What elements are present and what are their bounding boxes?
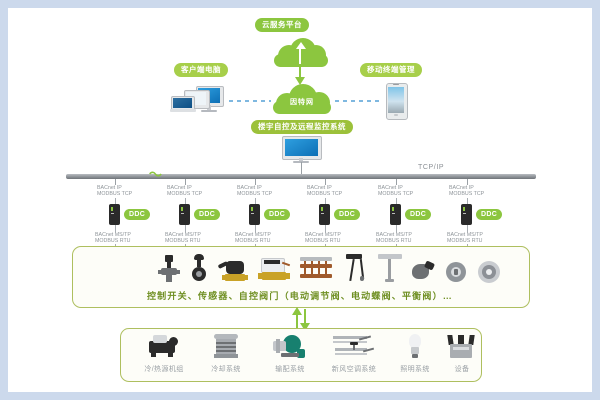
duct-sensor-icon [378, 254, 402, 284]
client-computer-label: 客户端电脑 [174, 63, 228, 77]
butterfly-valve-icon [188, 254, 210, 284]
ddc-tag: DDC [194, 209, 221, 220]
equipment-icon [447, 335, 475, 360]
mobile-phone-icon [386, 83, 408, 120]
ddc-tag: DDC [334, 209, 361, 220]
tcpip-bus [66, 174, 536, 179]
system-label-4: 照明系统 [400, 366, 430, 373]
bidirectional-connector [292, 307, 310, 331]
motorized-valve-icon [257, 258, 291, 284]
pump-icon [273, 335, 307, 359]
diagram-stage: 云服务平台 客户端电脑 因特网 移动终端管理 [8, 8, 592, 392]
client-to-internet-link [229, 100, 271, 102]
ddc-tag: DDC [264, 209, 291, 220]
system-label-2: 输配系统 [275, 366, 305, 373]
field-devices-text: 控制开关、传感器、自控阀门（电动调节阀、电动蝶阀、平衡阀）… [146, 291, 453, 301]
mobile-terminal-label: 移动终端管理 [360, 63, 422, 77]
chiller-icon [147, 335, 181, 359]
system-label-1: 冷却系统 [211, 366, 241, 373]
manifold-icon [300, 257, 332, 284]
internet-cloud-icon: 因特网 [270, 81, 334, 115]
ddc-tag: DDC [124, 209, 151, 220]
control-monitor-icon [282, 136, 322, 164]
cloud-to-internet-arrowhead [295, 77, 305, 85]
round-sensor-icon [446, 262, 466, 282]
temp-sensor-icon [344, 254, 370, 284]
ddc-tag: DDC [476, 209, 503, 220]
cloud-to-internet-line [299, 65, 301, 79]
cloud-platform-label: 云服务平台 [255, 18, 309, 32]
system-label: 楼宇自控及远程监控系统 [251, 120, 353, 134]
client-computer-icon [170, 86, 228, 118]
internet-to-mobile-link [335, 100, 383, 102]
system-label-0: 冷/热源机组 [144, 366, 184, 373]
diagram-canvas: 云服务平台 客户端电脑 因特网 移动终端管理 [8, 8, 592, 392]
bus-break-icon: 〜 [147, 165, 164, 184]
cloud-upload-arrowhead [296, 42, 306, 49]
smoke-detector-icon [478, 261, 500, 283]
system-label-5: 设备 [454, 366, 470, 373]
bus-protocol-label: TCP/IP [418, 164, 445, 171]
ahu-duct-icon [333, 335, 375, 358]
actuator-valve-icon [217, 261, 248, 284]
control-valve-icon [158, 255, 180, 283]
monitor-bus-stub [301, 162, 302, 175]
cloud-upload-arrow [299, 48, 301, 64]
system-label-3: 新风空调系统 [331, 366, 377, 373]
cloud-platform-icon [270, 36, 332, 67]
pressure-sensor-icon [412, 260, 436, 282]
cooling-tower-icon [211, 334, 241, 360]
ddc-tag: DDC [405, 209, 432, 220]
internet-cloud-label: 因特网 [290, 99, 314, 106]
lamp-icon [407, 334, 423, 360]
